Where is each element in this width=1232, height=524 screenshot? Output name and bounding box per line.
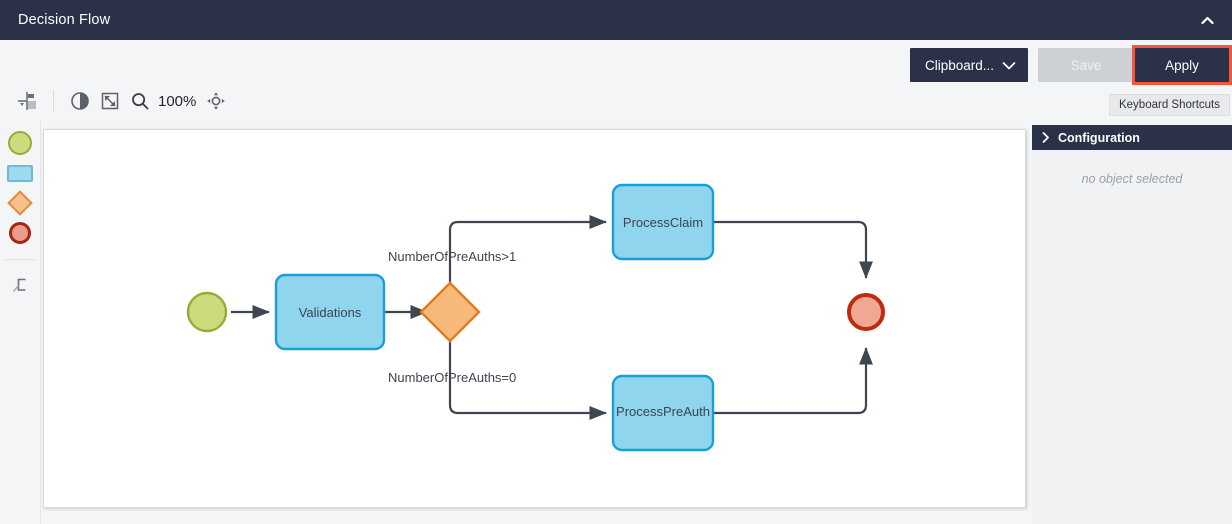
- clipboard-label: Clipboard...: [925, 57, 995, 73]
- keyboard-shortcuts-button[interactable]: Keyboard Shortcuts: [1108, 94, 1230, 116]
- start-event-node: [186, 291, 228, 333]
- page-title: Decision Flow: [18, 12, 111, 28]
- edge-processclaim-to-end: [712, 220, 874, 279]
- configuration-panel: Configuration no object selected: [1032, 125, 1232, 524]
- palette-connector[interactable]: [0, 270, 41, 300]
- edge-gateway-to-processpreauth: [448, 341, 607, 421]
- contrast-icon[interactable]: [65, 86, 95, 116]
- zoom-search-icon[interactable]: [125, 86, 155, 116]
- configuration-header-label: Configuration: [1058, 130, 1140, 145]
- save-button[interactable]: Save: [1038, 48, 1134, 82]
- zoom-level-label: 100%: [158, 92, 197, 110]
- edge-gateway-to-processclaim: [448, 214, 607, 283]
- gateway-node: [419, 281, 481, 343]
- shape-palette: [0, 120, 41, 524]
- end-event-swatch-icon: [9, 222, 31, 244]
- palette-task[interactable]: [0, 158, 41, 188]
- task-validations-label: Validations: [299, 305, 362, 320]
- clipboard-dropdown-button[interactable]: Clipboard...: [910, 48, 1028, 82]
- diagram-canvas[interactable]: NumberOfPreAuths>1 NumberOfPreAuths=0 Va…: [43, 129, 1026, 508]
- pan-move-icon[interactable]: [201, 86, 231, 116]
- edge-group: [231, 214, 874, 421]
- task-processpreauth-label: ProcessPreAuth: [616, 404, 710, 419]
- palette-divider: [5, 259, 35, 260]
- edge-label-upper: NumberOfPreAuths>1: [388, 249, 516, 264]
- palette-end-event[interactable]: [0, 218, 41, 248]
- apply-button-highlight: Apply: [1132, 45, 1232, 85]
- task-processclaim-label: ProcessClaim: [623, 215, 703, 230]
- chevron-right-icon: [1042, 132, 1050, 143]
- palette-gateway[interactable]: [0, 188, 41, 218]
- toolbar-divider: [53, 90, 54, 112]
- align-layout-icon[interactable]: [12, 86, 42, 116]
- edge-processpreauth-to-end: [712, 347, 874, 415]
- end-event-node: [847, 293, 885, 331]
- task-swatch-icon: [7, 164, 33, 182]
- task-processpreauth: [611, 374, 715, 452]
- canvas-toolbar: 100%: [0, 82, 1032, 120]
- fit-to-screen-icon[interactable]: [95, 86, 125, 116]
- task-validations: [274, 273, 386, 351]
- configuration-header[interactable]: Configuration: [1032, 125, 1232, 150]
- chevron-up-icon[interactable]: [1196, 10, 1218, 30]
- apply-button[interactable]: Apply: [1135, 48, 1229, 82]
- configuration-empty-message: no object selected: [1081, 172, 1183, 186]
- edge-label-lower: NumberOfPreAuths=0: [388, 370, 516, 385]
- titlebar: Decision Flow: [0, 0, 1232, 40]
- task-processclaim: [611, 183, 715, 261]
- gateway-swatch-icon: [7, 190, 33, 216]
- chevron-down-icon: [1002, 59, 1016, 74]
- connector-icon: [12, 278, 26, 292]
- start-event-swatch-icon: [8, 131, 32, 155]
- palette-start-event[interactable]: [0, 128, 41, 158]
